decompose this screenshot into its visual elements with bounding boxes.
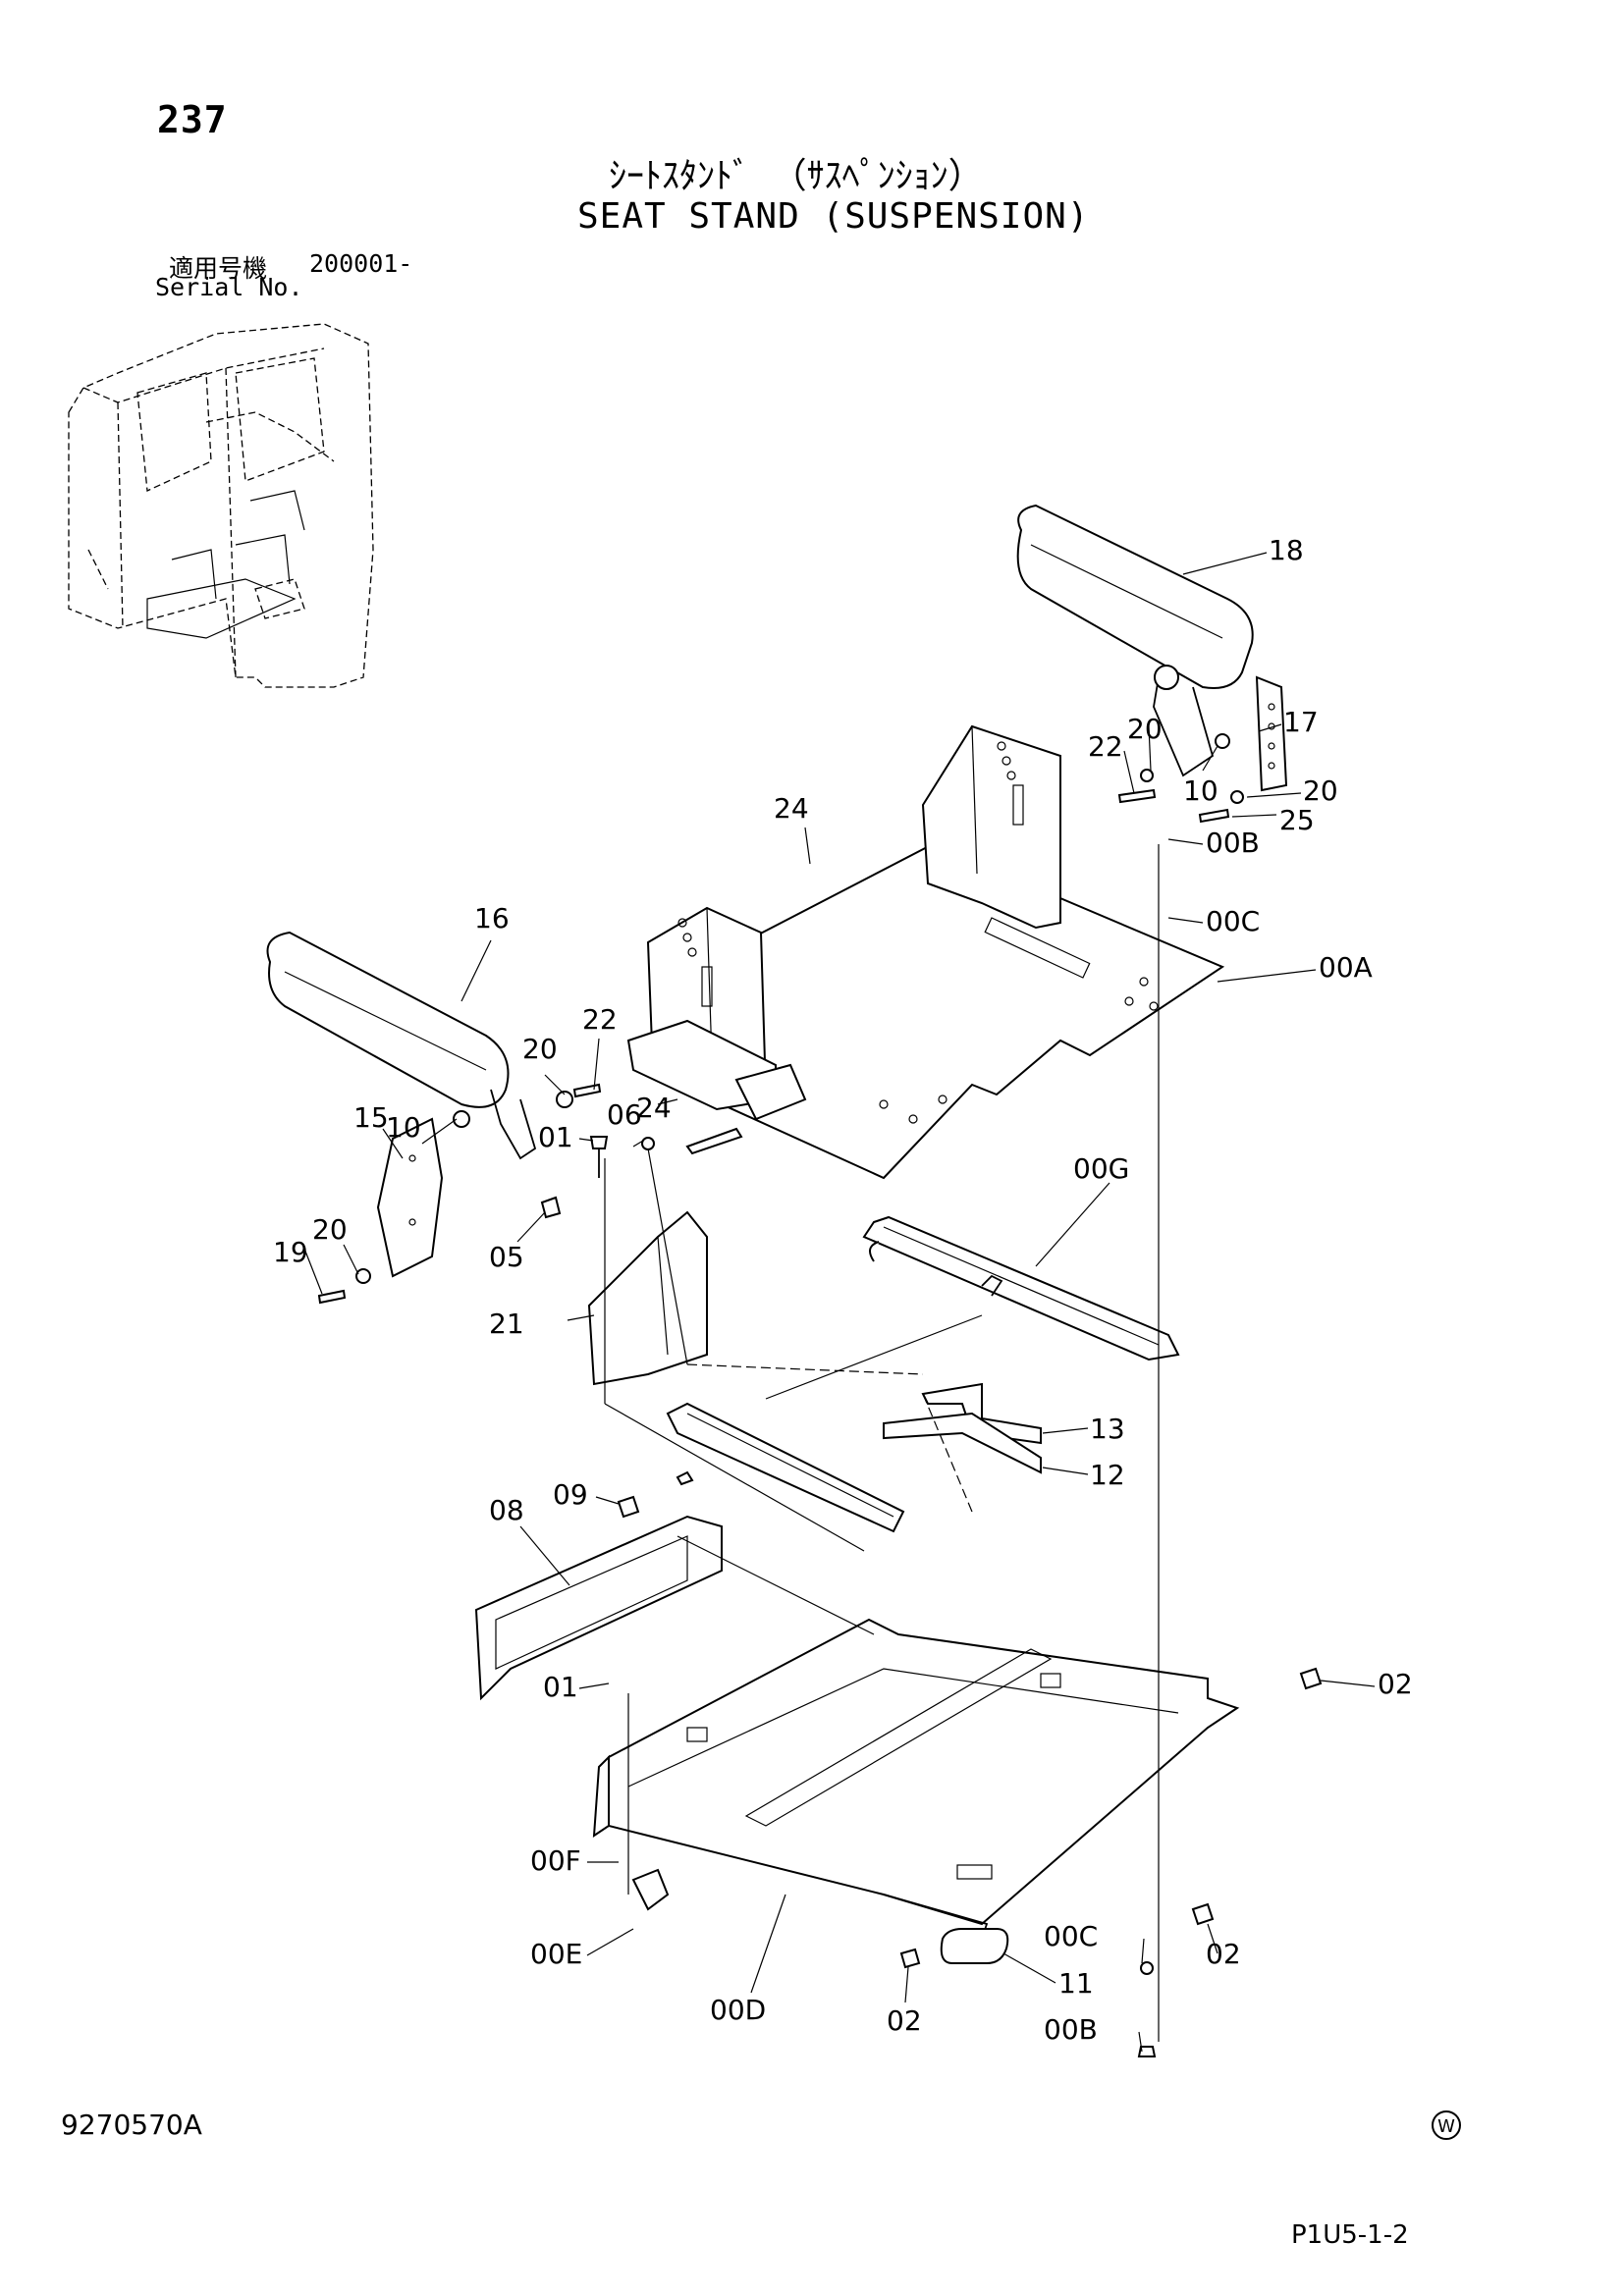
callout-00C: 00C: [1206, 905, 1260, 937]
callout-10: 10: [386, 1111, 421, 1144]
side-cover: [474, 1495, 723, 1701]
callout-05: 05: [489, 1241, 524, 1273]
callout-20: 20: [1127, 713, 1163, 745]
callout-01: 01: [538, 1121, 573, 1153]
callout-15: 15: [353, 1101, 389, 1134]
w-mark-icon: W: [1432, 2110, 1461, 2140]
callout-18: 18: [1269, 534, 1304, 566]
callout-00B: 00B: [1044, 2013, 1098, 2046]
callout-00F: 00F: [530, 1844, 581, 1877]
callout-00G: 00G: [1073, 1152, 1129, 1185]
assembly-guide-lines: [604, 844, 1160, 2042]
page-title-japanese: ｼｰﾄｽﾀﾝﾄﾞ （ｻｽﾍﾟﾝｼｮﾝ）: [609, 156, 984, 196]
callout-09: 09: [553, 1478, 588, 1511]
callout-20: 20: [312, 1213, 348, 1246]
callout-02: 02: [1378, 1668, 1413, 1700]
callout-22: 22: [1088, 730, 1123, 763]
callout-00B: 00B: [1206, 827, 1260, 859]
serial-label-japanese: 適用号機: [169, 254, 268, 283]
callout-00A: 00A: [1319, 951, 1373, 984]
callout-24: 24: [774, 792, 809, 825]
callout-20: 20: [1303, 774, 1338, 807]
callout-00D: 00D: [710, 1994, 766, 2026]
callout-12: 12: [1090, 1459, 1125, 1491]
callout-25: 25: [1279, 804, 1315, 836]
armrest-right: [1016, 504, 1288, 824]
armrest-left: [266, 931, 602, 1305]
callout-02: 02: [887, 2004, 922, 2037]
support-bars: [883, 1382, 1042, 1474]
callout-01: 01: [543, 1671, 578, 1703]
callout-22: 22: [582, 1003, 618, 1036]
callout-21: 21: [489, 1308, 524, 1340]
page-number: 237: [157, 98, 228, 141]
seat-slide-rails: [666, 1215, 1180, 1533]
callout-06: 06: [607, 1098, 642, 1131]
callout-02: 02: [1206, 1938, 1241, 1970]
document-number: 9270570A: [61, 2109, 202, 2141]
callout-20: 20: [522, 1033, 558, 1065]
callout-13: 13: [1090, 1413, 1125, 1445]
callout-labels: 18 17 22 20 10 20 25 00B 00C 00A 24 16 2…: [273, 534, 1413, 2046]
base-frame: [592, 1618, 1323, 2057]
callout-16: 16: [474, 902, 510, 934]
callout-10: 10: [1183, 774, 1218, 807]
callout-17: 17: [1283, 706, 1319, 738]
callout-19: 19: [273, 1236, 308, 1268]
page-code: P1U5-1-2: [1291, 2220, 1409, 2250]
seat-stand-plate: [626, 724, 1225, 1180]
serial-number-value: 200001-: [309, 249, 413, 278]
callout-11: 11: [1058, 1967, 1094, 2000]
callout-00C: 00C: [1044, 1920, 1098, 1952]
cab-overview-illustration: [68, 323, 374, 688]
callout-00E: 00E: [530, 1938, 582, 1970]
leader-lines: [303, 552, 1376, 2053]
page-title: SEAT STAND (SUSPENSION): [577, 196, 1090, 237]
callout-24: 24: [636, 1092, 672, 1124]
callout-08: 08: [489, 1494, 524, 1526]
serial-label: Serial No.: [155, 273, 303, 301]
